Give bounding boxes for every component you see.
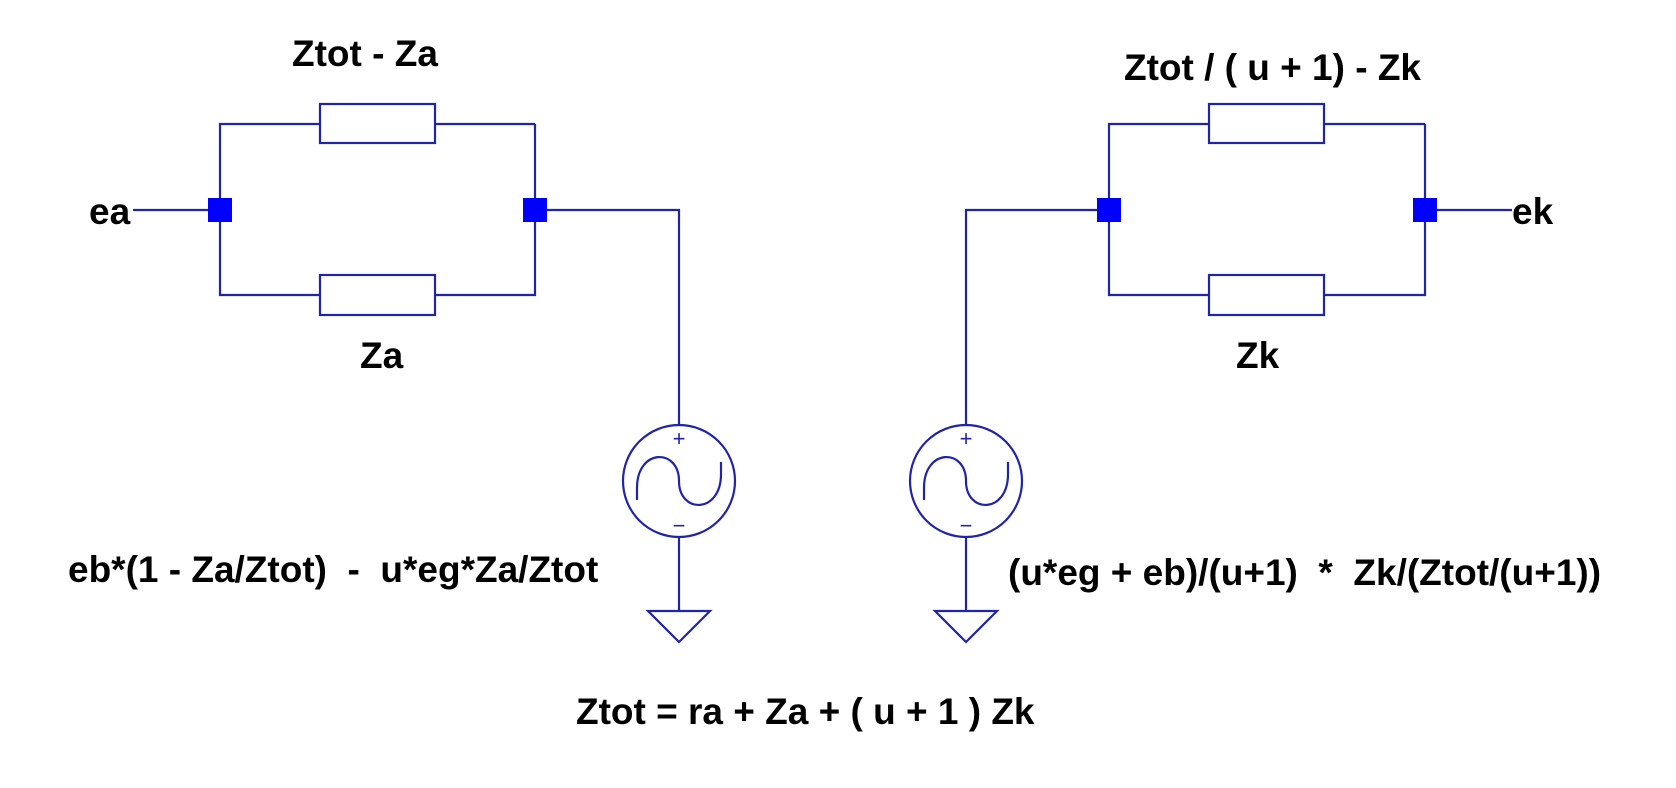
left-top-resistor-label: Ztot - Za: [292, 33, 438, 74]
right-sine-wave-icon: [922, 456, 1010, 506]
left-output-junction: [523, 198, 547, 222]
right-top-branch-wire: [1107, 122, 1209, 210]
left-bottom-resistor: [318, 273, 437, 317]
right-source-expression: (u*eg + eb)/(u+1) * Zk/(Ztot/(u+1)): [1008, 552, 1601, 593]
left-source-wire: [535, 208, 681, 426]
right-bottom-resistor-label: Zk: [1236, 335, 1280, 376]
right-ground-icon: [932, 609, 1000, 644]
left-top-branch-wire: [218, 122, 320, 210]
right-top-resistor: [1207, 102, 1326, 145]
ztot-equation: Ztot = ra + Za + ( u + 1 ) Zk: [576, 691, 1035, 732]
left-bottom-resistor-label: Za: [360, 335, 404, 376]
right-bottom-branch-wire: [1107, 210, 1209, 297]
left-circuit: + − ea Ztot - Za Za eb*(1 - Za/Ztot) - u…: [68, 33, 737, 644]
left-input-junction: [208, 198, 232, 222]
right-source-plus: +: [960, 426, 973, 451]
left-port-label: ea: [89, 191, 131, 232]
right-circuit: + − ek Ztot / ( u + 1) - Zk Zk (u*eg + e…: [908, 47, 1601, 644]
left-source-expression: eb*(1 - Za/Ztot) - u*eg*Za/Ztot: [68, 549, 598, 590]
left-sine-wave-icon: [635, 456, 723, 506]
left-ground-icon: [645, 609, 713, 644]
right-right-rail-wire: [1324, 124, 1427, 297]
right-bottom-resistor: [1207, 273, 1326, 317]
right-port-label: ek: [1512, 191, 1554, 232]
right-output-junction: [1413, 198, 1437, 222]
right-input-junction: [1097, 198, 1121, 222]
left-right-rail-wire: [435, 124, 537, 297]
left-source-minus: −: [673, 513, 686, 538]
right-top-resistor-label: Ztot / ( u + 1) - Zk: [1124, 47, 1421, 88]
right-source-minus: −: [960, 513, 973, 538]
left-source-plus: +: [673, 426, 686, 451]
right-source-wire: [964, 208, 1109, 426]
left-top-resistor: [318, 102, 437, 145]
left-bottom-branch-wire: [218, 210, 320, 297]
